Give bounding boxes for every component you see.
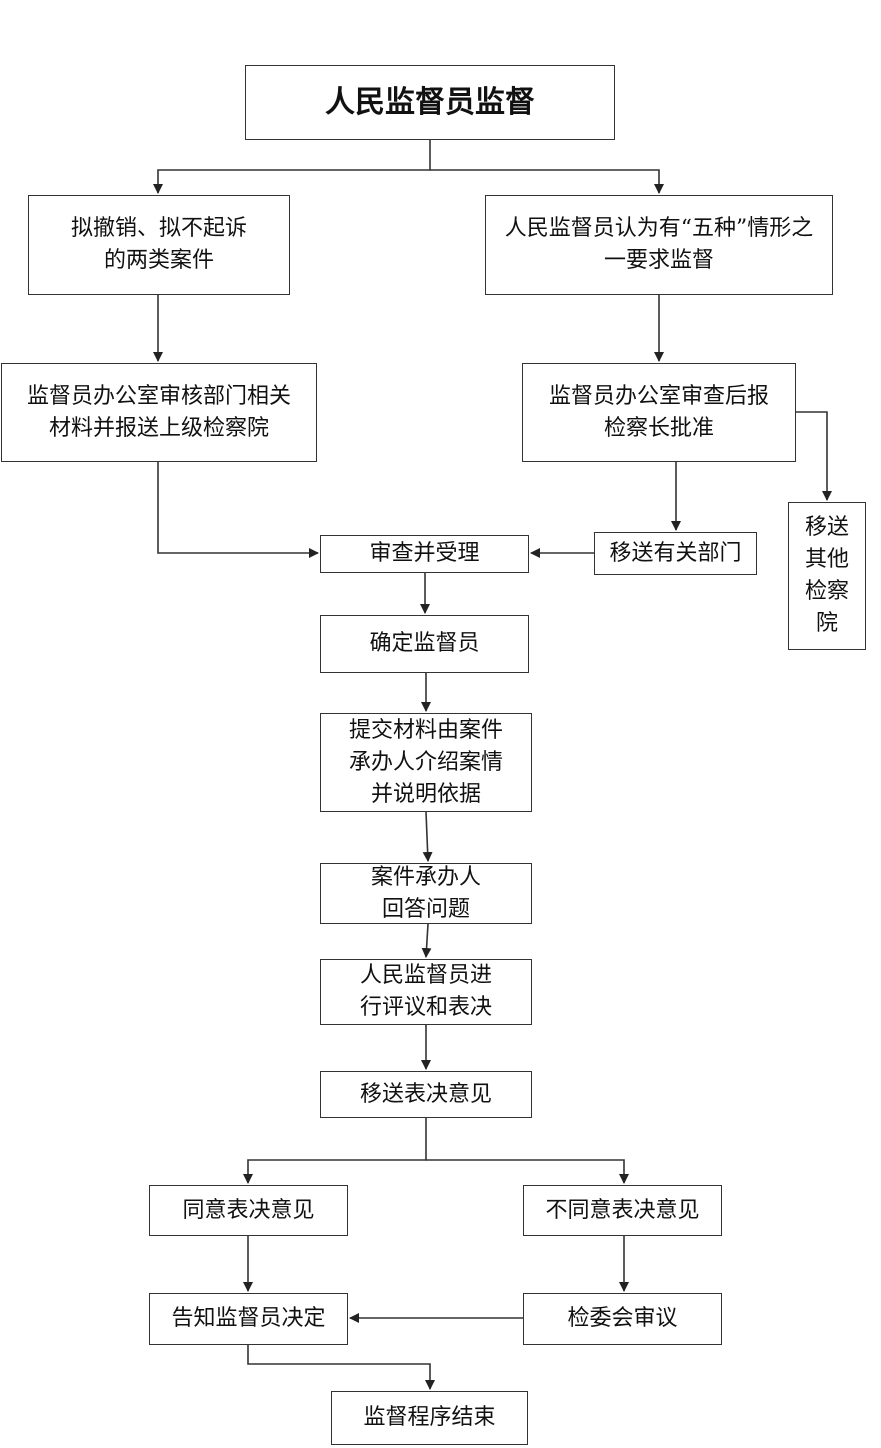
arrow-answer-to-evaluate xyxy=(421,923,432,958)
node-evaluate-line-2: 行评议和表决 xyxy=(359,995,492,1020)
node-committee: 检委会审议 xyxy=(523,1293,722,1345)
node-review-accept: 审查并受理 xyxy=(320,535,529,573)
node-disagree: 不同意表决意见 xyxy=(523,1185,722,1236)
node-determine: 确定监督员 xyxy=(320,615,529,673)
node-root-label: 人民监督员监督 xyxy=(325,84,535,120)
node-answer-line-2: 回答问题 xyxy=(381,896,470,922)
arrow-submit-to-answer xyxy=(422,811,433,862)
node-transfer-other-line-3: 检察 xyxy=(804,579,849,604)
node-agree: 同意表决意见 xyxy=(149,1185,348,1236)
node-left-cases-line-2: 的两类案件 xyxy=(103,248,214,273)
node-left-cases-line-1: 拟撤销、拟不起诉 xyxy=(70,216,247,241)
node-committee-label: 检委会审议 xyxy=(567,1306,678,1331)
node-answer-line-1: 案件承办人 xyxy=(370,864,481,890)
arrow-root-to-left xyxy=(153,140,431,194)
node-transfer-other-line-2: 其他 xyxy=(804,547,849,572)
arrow-send-to-disagree xyxy=(426,1159,629,1184)
node-right-office-line-1: 监督员办公室审查后报 xyxy=(548,383,769,409)
arrow-left-office-to-review xyxy=(157,462,319,558)
node-notify-label: 告知监督员决定 xyxy=(171,1306,326,1331)
node-transfer-other: 移送 其他 检察 院 xyxy=(788,502,866,650)
node-notify: 告知监督员决定 xyxy=(149,1293,348,1345)
node-right-office-line-2: 检察长批准 xyxy=(603,415,714,441)
node-root: 人民监督员监督 xyxy=(245,65,615,140)
node-transfer-other-line-4: 院 xyxy=(815,611,838,636)
arrow-right-office-to-other xyxy=(796,411,832,501)
node-review-accept-label: 审查并受理 xyxy=(369,541,480,566)
node-transfer-dept-label: 移送有关部门 xyxy=(609,540,742,566)
node-agree-label: 同意表决意见 xyxy=(182,1197,315,1223)
arrow-send-to-agree xyxy=(243,1118,427,1184)
node-answer: 案件承办人 回答问题 xyxy=(320,863,532,924)
node-determine-label: 确定监督员 xyxy=(369,631,480,656)
arrow-notify-to-end xyxy=(247,1345,435,1390)
node-submit-line-2: 承办人介绍案情 xyxy=(348,749,503,775)
node-right-office: 监督员办公室审查后报 检察长批准 xyxy=(522,363,796,462)
node-left-office-line-2: 材料并报送上级检察院 xyxy=(48,415,269,441)
node-left-cases: 拟撤销、拟不起诉 的两类案件 xyxy=(28,195,290,295)
node-end: 监督程序结束 xyxy=(331,1391,528,1445)
node-right-request: 人民监督员认为有“五种”情形之 一要求监督 xyxy=(485,195,833,295)
node-submit-line-3: 并说明依据 xyxy=(370,781,481,807)
node-disagree-label: 不同意表决意见 xyxy=(545,1197,700,1223)
node-submit-line-1: 提交材料由案件 xyxy=(348,717,503,743)
node-left-office-line-1: 监督员办公室审核部门相关 xyxy=(26,383,291,409)
node-send-opinion-label: 移送表决意见 xyxy=(359,1081,492,1107)
node-send-opinion: 移送表决意见 xyxy=(320,1071,532,1118)
node-transfer-dept: 移送有关部门 xyxy=(594,532,757,575)
node-right-request-line-2: 一要求监督 xyxy=(603,248,714,273)
node-transfer-other-line-1: 移送 xyxy=(804,515,849,540)
node-right-request-line-1: 人民监督员认为有“五种”情形之 xyxy=(504,216,814,241)
node-evaluate: 人民监督员进 行评议和表决 xyxy=(320,959,532,1025)
node-submit: 提交材料由案件 承办人介绍案情 并说明依据 xyxy=(320,713,532,812)
arrow-root-to-right xyxy=(430,169,664,194)
node-evaluate-line-1: 人民监督员进 xyxy=(359,963,492,988)
node-end-label: 监督程序结束 xyxy=(363,1405,496,1430)
node-left-office: 监督员办公室审核部门相关 材料并报送上级检察院 xyxy=(1,363,317,462)
